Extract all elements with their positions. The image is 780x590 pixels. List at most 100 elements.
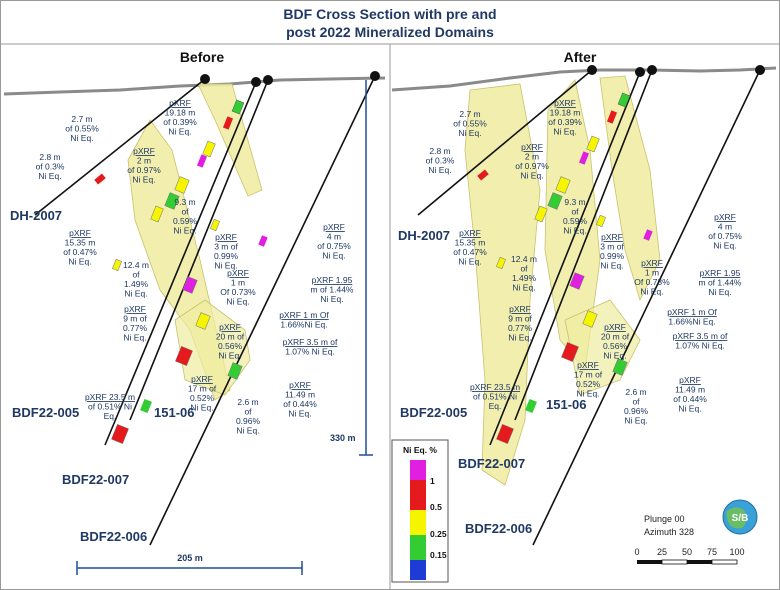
title-line-1: BDF Cross Section with pre and xyxy=(283,6,496,22)
panel-after: After xyxy=(391,49,777,546)
callout-line: pXRF xyxy=(714,212,736,222)
callout-line: of 0.47% xyxy=(453,247,487,257)
callout-line: of 0.55% xyxy=(453,119,487,129)
callout-line: pXRF 1 m Of xyxy=(667,307,717,317)
callout-line: pXRF xyxy=(601,232,623,242)
callout-line: Ni Eq. xyxy=(132,175,155,185)
legend-swatch xyxy=(410,535,426,560)
callout-line: 0.77% xyxy=(123,323,148,333)
callout-line: Ni Eq. xyxy=(322,251,345,261)
callout-line: pXRF xyxy=(124,304,146,314)
callout-line: 2.6 m xyxy=(237,397,258,407)
legend-label: 0.5 xyxy=(430,502,442,512)
callout-line: 2 m xyxy=(525,152,539,162)
callout-line: 0.52% xyxy=(190,393,215,403)
callout-line: 1.07% Ni Eq. xyxy=(285,347,335,357)
map-scale-tick: 0 xyxy=(634,547,639,557)
ground-surface-after xyxy=(391,66,777,92)
callout-line: pXRF 23.5 m xyxy=(470,382,520,392)
drill-trace-bdf22-006 xyxy=(149,75,376,546)
callout-line: pXRF 3.5 m of xyxy=(673,331,728,341)
drill-trace-151-06 xyxy=(129,79,269,421)
callout-line: 2.6 m xyxy=(625,387,646,397)
callout-line: 9 m of xyxy=(508,314,532,324)
collar-marker xyxy=(755,65,765,75)
callout-line: 9.3 m xyxy=(174,197,195,207)
callout-line: Ni Eq. xyxy=(563,226,586,236)
callout-line: 2.7 m xyxy=(459,109,480,119)
hole-label-bdf22-006: BDF22-006 xyxy=(80,529,147,544)
callout-line: of 0.39% xyxy=(163,117,197,127)
callout-line: Ni Eq. xyxy=(458,128,481,138)
callout-line: 1.49% xyxy=(512,273,537,283)
callout-line: Of 0.73% xyxy=(220,287,256,297)
callout-line: 15.35 m xyxy=(65,238,96,248)
map-scale-bar: 0 25 50 75 100 xyxy=(634,547,745,565)
drill-trace-dh2007 xyxy=(34,78,206,216)
callout-line: of xyxy=(132,270,140,280)
plunge-label: Plunge 00 xyxy=(644,514,685,524)
callout-line: Ni Eq. xyxy=(168,127,191,137)
vertical-scale-label: 330 m xyxy=(330,433,356,443)
callout-line: of 0.75% xyxy=(317,241,351,251)
legend-label: 0.15 xyxy=(430,550,447,560)
domain-shape-3 xyxy=(599,75,661,302)
callout-line: Ni Eq. xyxy=(38,171,61,181)
drill-trace-bdf22-006 xyxy=(532,69,761,546)
callout-line: 11.49 m xyxy=(285,390,315,400)
legend-swatch xyxy=(410,460,426,480)
callout-line: Ni Eq. xyxy=(173,226,196,236)
callout-line: of xyxy=(632,397,640,407)
callout-line: pXRF xyxy=(459,228,481,238)
callout-line: 17 m of xyxy=(574,370,603,380)
callout-line: pXRF xyxy=(289,380,311,390)
callout-line: 2 m xyxy=(137,156,151,166)
legend-label: 0.25 xyxy=(430,529,447,539)
callout-line: 0.99% xyxy=(600,251,625,261)
callout-line: 0.96% xyxy=(236,416,261,426)
callout-line: 3 m of xyxy=(600,242,624,252)
callout-line: Ni Eq. xyxy=(124,289,147,299)
callout-line: pXRF 23.5 m xyxy=(85,392,135,402)
hole-label-bdf22-006: BDF22-006 xyxy=(465,521,532,536)
hole-label-151-06: 151-06 xyxy=(154,405,194,420)
callout-line: Ni Eq. xyxy=(508,333,531,343)
callout-line: Ni Eq. xyxy=(458,257,481,267)
callout-line: pXRF xyxy=(133,146,155,156)
callout-line: 1.66%Ni Eq. xyxy=(280,320,327,330)
collar-marker xyxy=(263,75,273,85)
panel-label-before: Before xyxy=(180,49,225,65)
callout-line: 1 m xyxy=(231,278,245,288)
logo-globe-icon: S/B xyxy=(722,499,758,535)
callout-line: pXRF xyxy=(323,222,345,232)
callout-line: of 0.3% xyxy=(36,162,65,172)
callout-line: Ni Eq. xyxy=(624,416,647,426)
callout-line: Ni Eq. xyxy=(708,287,731,297)
callout-line: pXRF xyxy=(227,268,249,278)
callout-line: Eq. xyxy=(104,411,117,421)
callout-line: pXRF xyxy=(191,374,213,384)
callout-line: 4 m xyxy=(718,222,732,232)
callout-line: pXRF xyxy=(577,360,599,370)
callout-line: Ni Eq. xyxy=(713,241,736,251)
callout-line: 20 m of xyxy=(216,332,245,342)
legend-title: Ni Eq. % xyxy=(403,445,437,455)
